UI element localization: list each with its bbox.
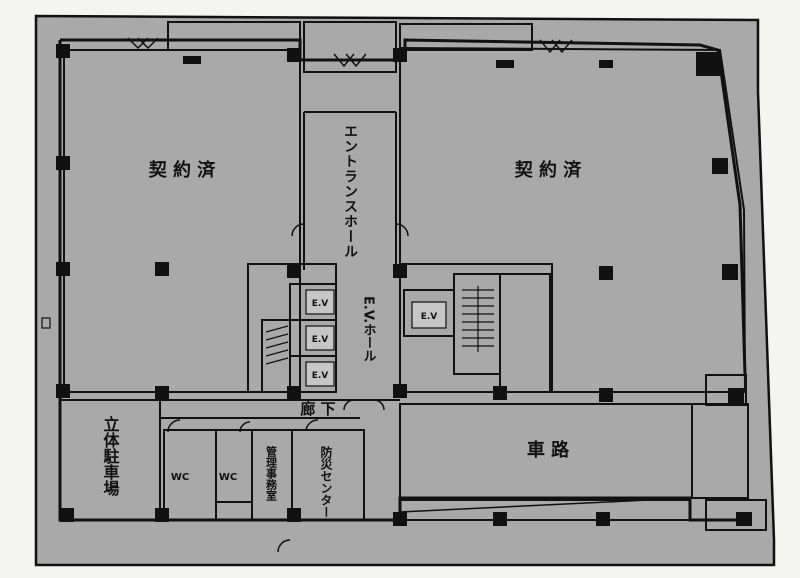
- room-label-ev-hall: E.V.ホール: [361, 296, 377, 363]
- room-label-management-office: 管理事務室: [265, 445, 278, 501]
- stairs-left: [265, 325, 289, 365]
- structural-columns: [56, 44, 752, 526]
- elevator-cabins: [305, 289, 447, 387]
- ramp-line: [399, 497, 691, 513]
- room-label-entrance-hall: エントランスホール: [342, 124, 358, 259]
- room-label-corridor: 廊 下: [300, 400, 335, 418]
- doors: [127, 37, 573, 553]
- elevator-label-3: E.V: [312, 371, 329, 381]
- room-label-parking: 立体駐車場: [101, 415, 120, 497]
- elevator-label-2: E.V: [312, 335, 329, 345]
- room-label-wc-right: WC: [219, 472, 237, 483]
- outlet-marker: [41, 317, 51, 329]
- service-elevator-label: E.V: [421, 312, 438, 322]
- stairs-right: [462, 286, 494, 352]
- interior-walls: [59, 21, 767, 531]
- room-label-left-contracted: 契 約 済: [148, 159, 217, 181]
- room-label-disaster-center: 防災センター: [319, 445, 333, 518]
- room-label-driveway: 車 路: [527, 439, 570, 461]
- room-label-right-contracted: 契 約 済: [514, 159, 583, 181]
- room-label-wc-left: WC: [171, 472, 189, 483]
- elevator-label-1: E.V: [312, 299, 329, 309]
